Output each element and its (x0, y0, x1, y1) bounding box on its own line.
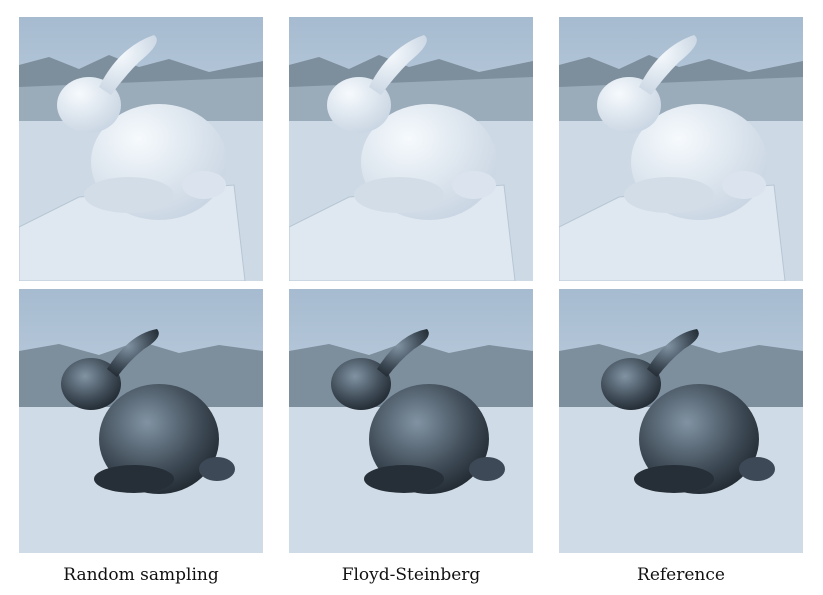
panel-random-sampling-diffuse (19, 17, 263, 281)
caption-reference: Reference (637, 565, 725, 585)
bunny-render (19, 17, 263, 281)
caption-random-sampling: Random sampling (63, 565, 219, 585)
bunny-render (289, 17, 533, 281)
panel-random-sampling-glossy (19, 289, 263, 553)
bunny-shape (331, 329, 505, 494)
panel-floyd-steinberg-glossy (289, 289, 533, 553)
bunny-shape (601, 329, 775, 494)
bunny-render (559, 17, 803, 281)
bunny-render (19, 289, 263, 553)
bunny-render (289, 289, 533, 553)
bunny-shape (327, 35, 497, 220)
bunny-shape (61, 329, 235, 494)
bunny-shape (597, 35, 767, 220)
panel-reference-diffuse (559, 17, 803, 281)
caption-floyd-steinberg: Floyd-Steinberg (341, 565, 481, 585)
bunny-render (559, 289, 803, 553)
panel-reference-glossy (559, 289, 803, 553)
bunny-shape (57, 35, 227, 220)
panel-floyd-steinberg-diffuse (289, 17, 533, 281)
